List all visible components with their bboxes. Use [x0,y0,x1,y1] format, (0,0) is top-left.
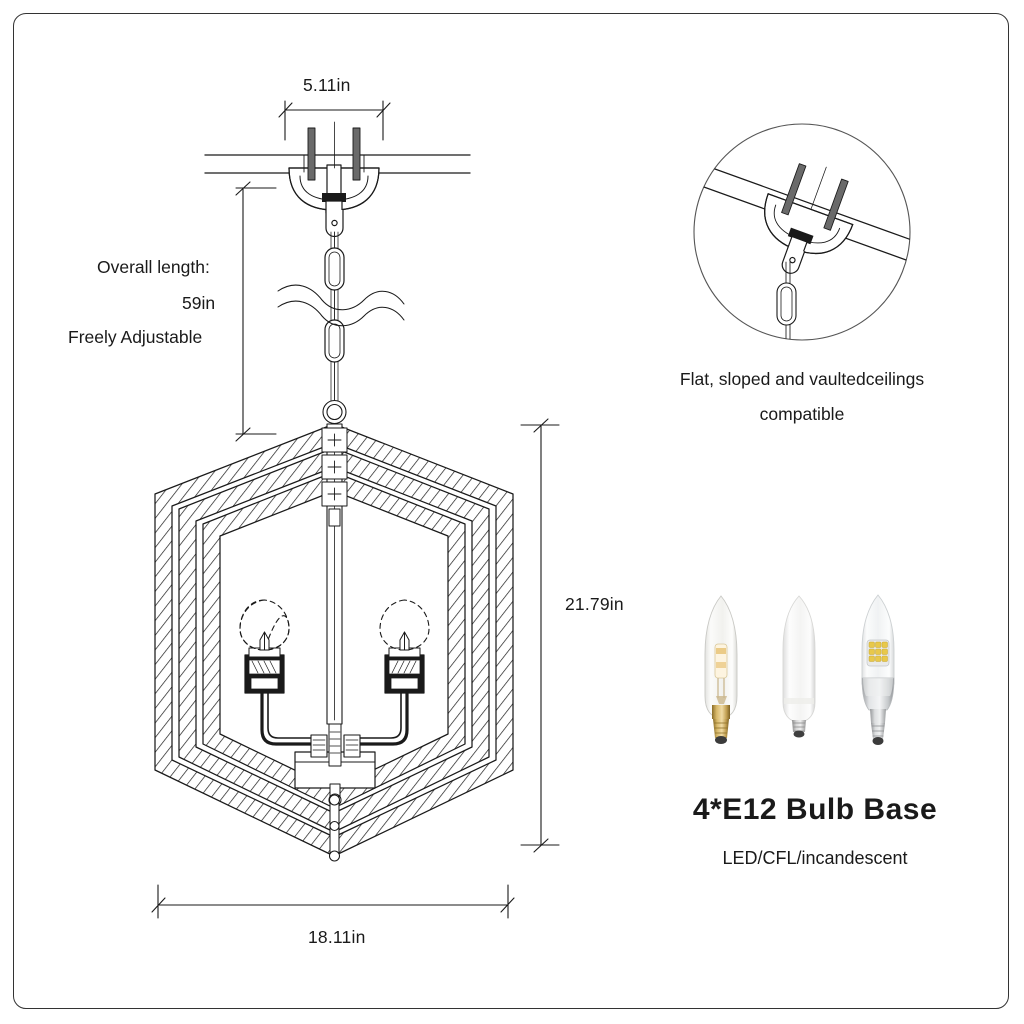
bulb-halogen [690,592,752,772]
bulb-base-title: 4*E12 Bulb Base [692,793,938,826]
bulb-led [847,592,909,772]
inset-caption-line1: Flat, sloped and vaultedceilings [679,369,925,389]
lamp-socket [384,647,425,694]
dim-overall-length [235,181,277,442]
chain-link [324,247,345,291]
inset-caption-line2: compatible [759,404,845,424]
bulb-cfl [768,592,830,772]
ceiling-canopy [288,121,380,238]
mounting-screws [303,127,365,181]
canopy-width-label: 5.11in [303,75,351,95]
lamp-socket [244,647,285,694]
fixture-width-label: 18.11in [308,927,366,947]
chain-link [324,319,345,363]
dim-fixture-height [520,418,560,853]
center-stem [321,423,348,725]
candle-bulb-outline [239,599,290,651]
overall-length-line1: Overall length: [97,257,210,277]
overall-length-line2: 59in [182,293,216,313]
sloped-ceiling-inset [693,123,911,341]
break-line [277,284,405,327]
bulb-image-row [690,592,920,772]
fixture-height-label: 21.79in [565,594,624,614]
bulb-base-subtitle: LED/CFL/incandescent [722,848,908,868]
overall-length-line3: Freely Adjustable [68,327,203,347]
lamp-assembly [239,599,430,862]
dim-fixture-width [151,884,515,919]
candle-bulb-outline [379,599,430,651]
suspension-chain [277,231,405,425]
dim-canopy-width [278,100,391,141]
bottom-finial [328,794,341,862]
